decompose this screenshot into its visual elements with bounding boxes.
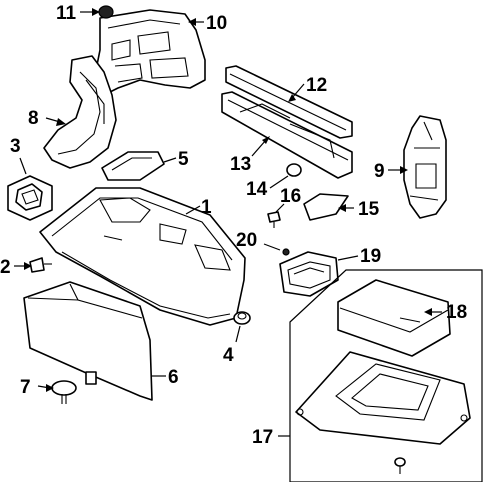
callout-1: 1 [201,197,212,218]
part-8-trunk-side-panel [43,55,117,169]
part-10-trunk-side-trim [95,9,206,97]
part-18-trunk-board [337,279,451,357]
part-17-trunk-mat [295,351,471,445]
part-17-screw [394,457,406,474]
callout-13: 13 [230,154,251,175]
part-20-screw [282,248,290,256]
callout-6: 6 [168,367,179,388]
callout-5: 5 [178,149,189,170]
part-5-cover [101,151,165,181]
part-15-pad [303,193,349,221]
callout-19: 19 [360,246,381,267]
callout-11: 11 [56,3,77,24]
callout-2: 2 [0,257,11,278]
part-7-trim-clip [51,380,77,404]
callout-20: 20 [236,230,257,251]
callout-14: 14 [246,179,268,200]
part-11-clip [98,5,114,19]
part-3-speaker-grille [7,175,53,221]
callout-16: 16 [280,186,301,207]
part-4-grommet [233,311,251,325]
callout-15: 15 [358,199,380,220]
callout-18: 18 [446,302,467,323]
leader-lines [14,8,442,437]
callout-17: 17 [252,427,273,448]
callout-3: 3 [10,136,21,157]
part-9-bracket-panel [403,115,447,219]
callout-10: 10 [206,13,227,34]
callout-8: 8 [28,108,39,129]
part-16-clip [267,211,281,228]
callout-9: 9 [374,161,385,182]
callout-7: 7 [20,377,31,398]
parts-box-17-18 [289,269,483,482]
callout-4: 4 [223,345,234,366]
callout-12: 12 [306,75,327,96]
part-6-trunk-front-trim [23,281,153,401]
part-1-package-tray [39,187,246,326]
part-13-sill-plate [221,91,353,179]
part-2-push-pin [29,257,52,273]
part-14-cap [286,163,302,177]
part-19-bracket [279,251,339,297]
